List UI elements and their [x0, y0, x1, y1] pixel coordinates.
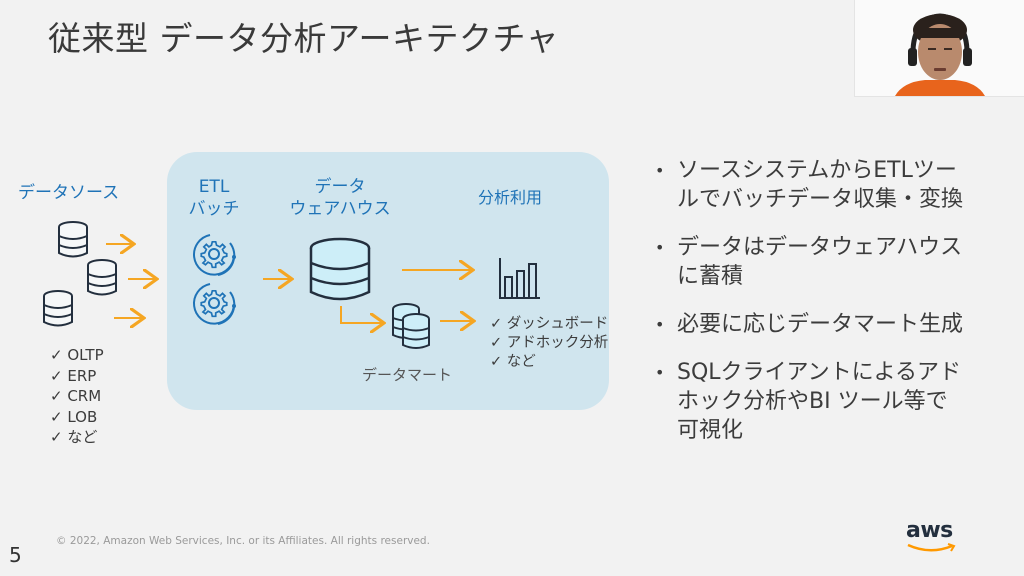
- analytics-label: 分析利用: [478, 188, 543, 207]
- analytics-list: ✓ ダッシュボード ✓ アドホック分析 ✓ など: [490, 315, 608, 372]
- bullet-item: • 必要に応じデータマート生成: [655, 312, 964, 337]
- datamart-label: データマート: [362, 366, 453, 384]
- list-item: ✓ CRM: [50, 387, 102, 405]
- data-source-label: データソース: [18, 183, 120, 203]
- bullet-dot-icon: •: [655, 161, 665, 180]
- data-warehouse-icon: [309, 237, 371, 301]
- arrow-icon: [340, 306, 384, 323]
- data-source-list: ✓ OLTP ✓ ERP ✓ CRM ✓ LOB ✓ など: [50, 345, 104, 448]
- bullet-item: • データはデータウェアハウス に蓄積: [655, 235, 963, 289]
- list-item: ✓ アドホック分析: [490, 335, 609, 351]
- copyright-notice: © 2022, Amazon Web Services, Inc. or its…: [56, 535, 430, 547]
- presenter-video-icon: [855, 0, 1024, 96]
- bullet-list: • ソースシステムからETLツー ルでバッチデータ収集・変換 • データはデータ…: [655, 156, 1020, 464]
- slide-title: 従来型 データ分析アーキテクチャ: [48, 19, 560, 58]
- bullet-dot-icon: •: [655, 238, 665, 257]
- bullet-dot-icon: •: [655, 315, 665, 334]
- list-item: ✓ ダッシュボード: [490, 316, 609, 332]
- etl-batch-label: ETL バッチ: [188, 177, 240, 219]
- list-item: ✓ LOB: [50, 407, 98, 426]
- etl-gear-icon: [193, 283, 237, 325]
- bar-chart-icon: [499, 258, 540, 299]
- bullet-dot-icon: •: [655, 363, 665, 382]
- list-item: ✓ など: [50, 428, 98, 446]
- page-number: 5: [9, 543, 22, 567]
- list-item: ✓ OLTP: [50, 346, 104, 364]
- source-database-icon: [43, 290, 73, 327]
- source-database-icon: [58, 221, 88, 258]
- bullet-item: • SQLクライアントによるアド ホック分析やBI ツール等で 可視化: [655, 360, 961, 443]
- datamart-icon: [392, 303, 430, 349]
- list-item: ✓ ERP: [50, 366, 97, 385]
- source-database-icon: [87, 259, 117, 296]
- etl-gear-icon: [193, 234, 237, 276]
- list-item: ✓ など: [490, 354, 536, 370]
- data-warehouse-label: データ ウェアハウス: [289, 177, 391, 219]
- presenter-webcam: [854, 0, 1024, 97]
- bullet-item: • ソースシステムからETLツー ルでバッチデータ収集・変換: [655, 158, 964, 212]
- aws-logo-icon: aws: [906, 520, 958, 560]
